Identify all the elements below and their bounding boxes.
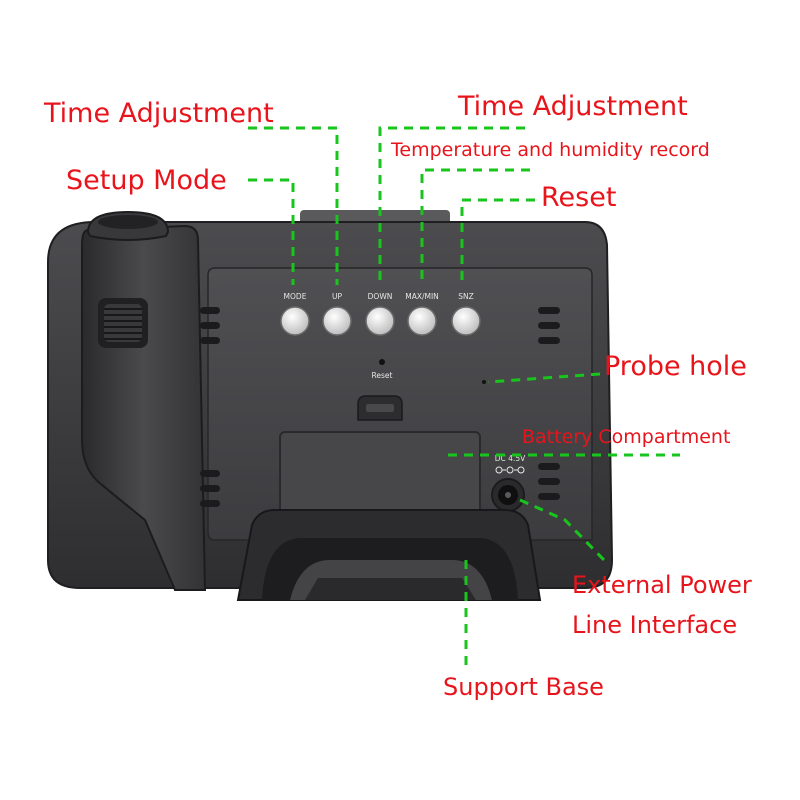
button-mode[interactable]: MODE — [280, 292, 310, 336]
callout-probe-hole: Probe hole — [604, 351, 747, 382]
leader-line-power — [519, 498, 606, 562]
dc-power-jack[interactable] — [491, 478, 525, 512]
callout-setup-mode: Setup Mode — [66, 165, 227, 196]
callout-reset: Reset — [541, 182, 617, 213]
dc-polarity-icon — [495, 466, 525, 474]
button-up[interactable]: UP — [322, 292, 352, 336]
callout-support-base: Support Base — [443, 673, 604, 701]
callout-external-power-line2: Line Interface — [572, 611, 738, 639]
vent-slots-right — [538, 307, 560, 500]
callout-time-adjustment-up: Time Adjustment — [44, 98, 274, 129]
projector-lens — [98, 215, 158, 229]
button-label-down: DOWN — [368, 292, 393, 301]
leader-line-up — [248, 126, 339, 285]
leader-line-probe — [487, 372, 601, 384]
callout-external-power-line1: External Power — [572, 571, 752, 599]
button-label-up: UP — [332, 292, 342, 301]
button-label-snz: SNZ — [458, 292, 474, 301]
leader-line-mode — [248, 178, 295, 285]
reset-pinhole-label: Reset — [372, 371, 393, 380]
callout-temperature-humidity-record: Temperature and humidity record — [391, 139, 710, 161]
probe-hole — [482, 380, 486, 384]
reset-pinhole[interactable] — [379, 359, 385, 365]
leader-line-snz — [460, 198, 535, 285]
vent-slots-left — [200, 307, 220, 507]
button-label-max-min: MAX/MIN — [405, 292, 439, 301]
leader-line-down — [378, 126, 525, 285]
dc-jack-label: DC 4.5V — [495, 454, 526, 463]
button-label-mode: MODE — [284, 292, 307, 301]
button-max-min[interactable]: MAX/MIN — [405, 292, 439, 336]
focus-wheel — [98, 298, 148, 348]
button-snz[interactable]: SNZ — [451, 292, 481, 336]
stand-hinge — [357, 395, 403, 421]
button-down[interactable]: DOWN — [365, 292, 395, 336]
leader-line-max-min — [420, 168, 530, 285]
callout-battery-compartment: Battery Compartment — [522, 426, 731, 448]
callout-time-adjustment-down: Time Adjustment — [458, 91, 688, 122]
